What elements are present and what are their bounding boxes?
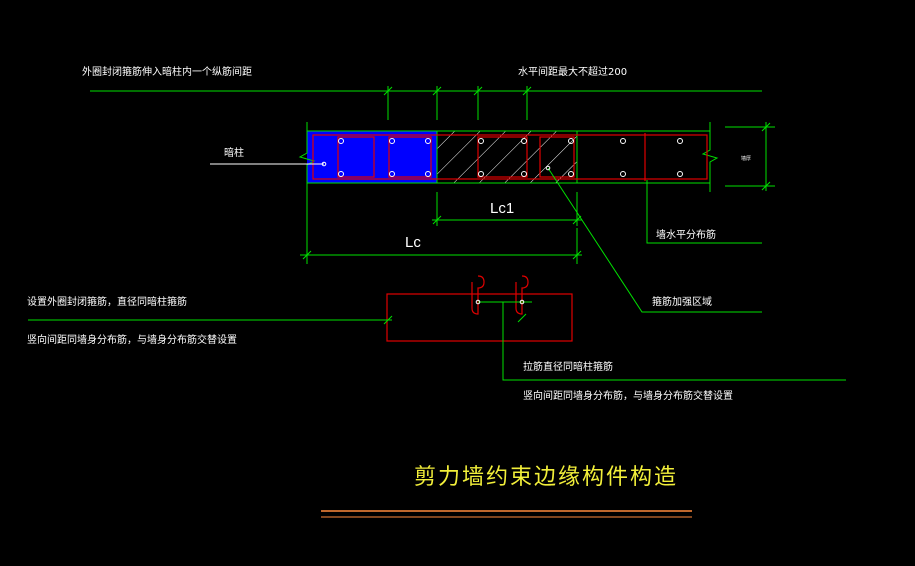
label-wall-horizontal: 墙水平分布筋 [656,228,716,241]
stirrup-zone-hatch [437,131,577,183]
drawing-title: 剪力墙约束边缘构件构造 [414,465,678,490]
label-top-left: 外圈封闭箍筋伸入暗柱内一个纵筋间距 [82,65,252,78]
wall-thickness-dimension [725,122,775,191]
wall-horizontal-leader [646,180,762,244]
left-detail-leader [28,315,393,325]
anzhu-leader [210,161,327,167]
tie-bar-detail [386,275,573,342]
lc1-dimension [432,192,582,226]
stirrup-zone-leader [545,165,762,313]
label-lc: Lc [405,234,421,251]
label-left-detail-1: 设置外圈封闭箍筋，直径同暗柱箍筋 [27,295,187,308]
label-anzhu: 暗柱 [224,146,244,159]
label-lc1: Lc1 [490,200,514,217]
label-right-detail-2: 竖向间距同墙身分布筋，与墙身分布筋交替设置 [523,389,733,402]
wall-section [298,122,719,192]
label-left-detail-2: 竖向间距同墙身分布筋，与墙身分布筋交替设置 [27,333,237,346]
anzhu-blue-zone [307,131,437,183]
lc-dimension [300,192,582,264]
top-dimension-chain [90,86,762,120]
label-right-detail-1: 拉筋直径同暗柱箍筋 [523,360,613,373]
break-line-right [701,122,719,192]
label-stirrup-zone: 箍筋加强区域 [652,295,712,308]
break-line-left [298,122,316,192]
label-wall-thickness: 墙厚 [741,155,751,162]
right-detail-leader [502,302,846,381]
label-top-right: 水平间距最大不超过200 [518,65,627,78]
